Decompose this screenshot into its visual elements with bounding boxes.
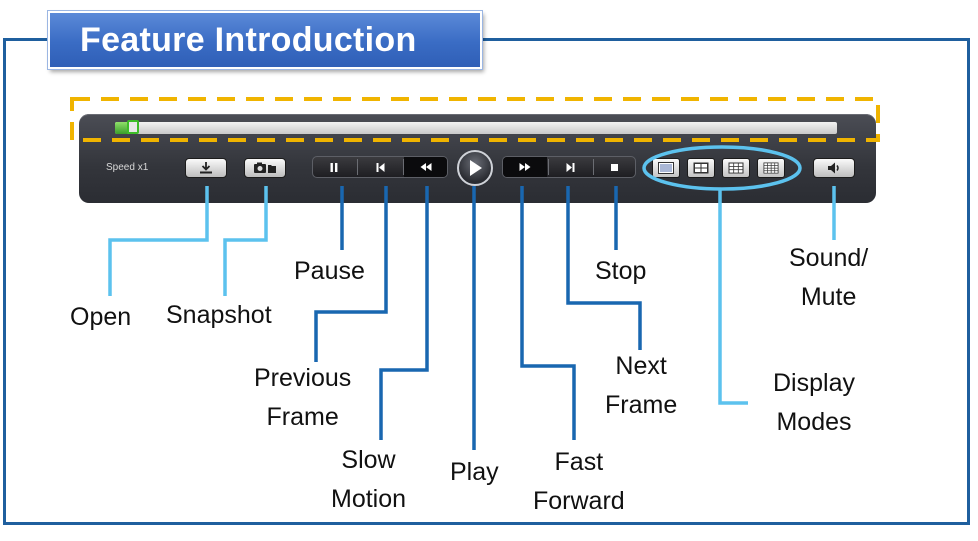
frame-control-group-right (502, 156, 636, 178)
stop-icon (611, 163, 618, 171)
quad-view-icon (693, 162, 709, 174)
callout-line: Sound/ (789, 244, 869, 272)
display-modes-highlight (642, 145, 802, 191)
callout-line: Previous (254, 364, 352, 392)
download-icon (200, 162, 212, 174)
callout-line: Slow (341, 446, 396, 474)
stop-button[interactable] (594, 157, 635, 177)
progress-fill (115, 122, 130, 134)
speed-label: Speed x1 (106, 162, 149, 173)
callout-line: Frame (605, 391, 678, 419)
callout-previous-frame: Previous Frame (254, 359, 351, 437)
callout-slow-motion: Slow Motion (331, 441, 406, 519)
callout-line: Forward (533, 487, 625, 515)
callout-play: Play (450, 458, 499, 486)
callout-stop: Stop (595, 257, 647, 285)
display-mode-single-button[interactable] (652, 158, 680, 178)
open-button[interactable] (185, 158, 227, 178)
previous-frame-icon (376, 162, 384, 172)
nine-view-icon (728, 162, 744, 174)
next-frame-button[interactable] (549, 157, 592, 177)
callout-line: Mute (800, 283, 857, 311)
previous-frame-button[interactable] (358, 157, 402, 177)
speaker-icon (828, 162, 839, 174)
display-mode-sixteen-button[interactable] (757, 158, 785, 178)
button-divider (403, 159, 404, 175)
callout-line: Display (773, 369, 855, 397)
pause-button[interactable] (313, 157, 355, 177)
callout-line: Fast (554, 448, 604, 476)
callout-open: Open (70, 303, 132, 331)
button-divider (548, 159, 549, 175)
slow-motion-button[interactable] (404, 157, 447, 177)
pause-icon (330, 162, 338, 172)
callout-fast-forward: Fast Forward (533, 443, 625, 521)
single-view-icon (658, 162, 674, 174)
callout-sound-mute: Sound/ Mute (789, 239, 868, 317)
sixteen-view-icon (763, 162, 779, 174)
camera-folder-icon (254, 162, 276, 173)
frame-control-group-left (312, 156, 448, 178)
play-button[interactable] (457, 150, 493, 186)
player-control-bar: Speed x1 (79, 114, 876, 203)
button-divider (357, 159, 358, 175)
next-frame-icon (566, 162, 575, 172)
display-mode-quad-button[interactable] (687, 158, 715, 178)
callout-next-frame: Next Frame (605, 347, 677, 425)
progress-bar[interactable] (115, 120, 837, 134)
sound-mute-button[interactable] (813, 158, 855, 178)
callout-snapshot: Snapshot (166, 301, 272, 329)
callout-line: Next (615, 352, 667, 380)
progress-handle[interactable] (127, 120, 140, 134)
slow-motion-icon (420, 163, 431, 171)
callout-display-modes: Display Modes (773, 364, 855, 442)
display-mode-nine-button[interactable] (722, 158, 750, 178)
play-icon (470, 160, 482, 176)
callout-line: Modes (776, 408, 852, 436)
callout-line: Frame (266, 403, 339, 431)
callout-pause: Pause (294, 257, 365, 285)
snapshot-button[interactable] (244, 158, 286, 178)
fast-forward-icon (519, 163, 531, 171)
page-title: Feature Introduction (48, 11, 482, 69)
callout-line: Motion (331, 485, 407, 513)
button-divider (593, 159, 594, 175)
progress-highlight-box (70, 97, 880, 142)
fast-forward-button[interactable] (503, 157, 547, 177)
